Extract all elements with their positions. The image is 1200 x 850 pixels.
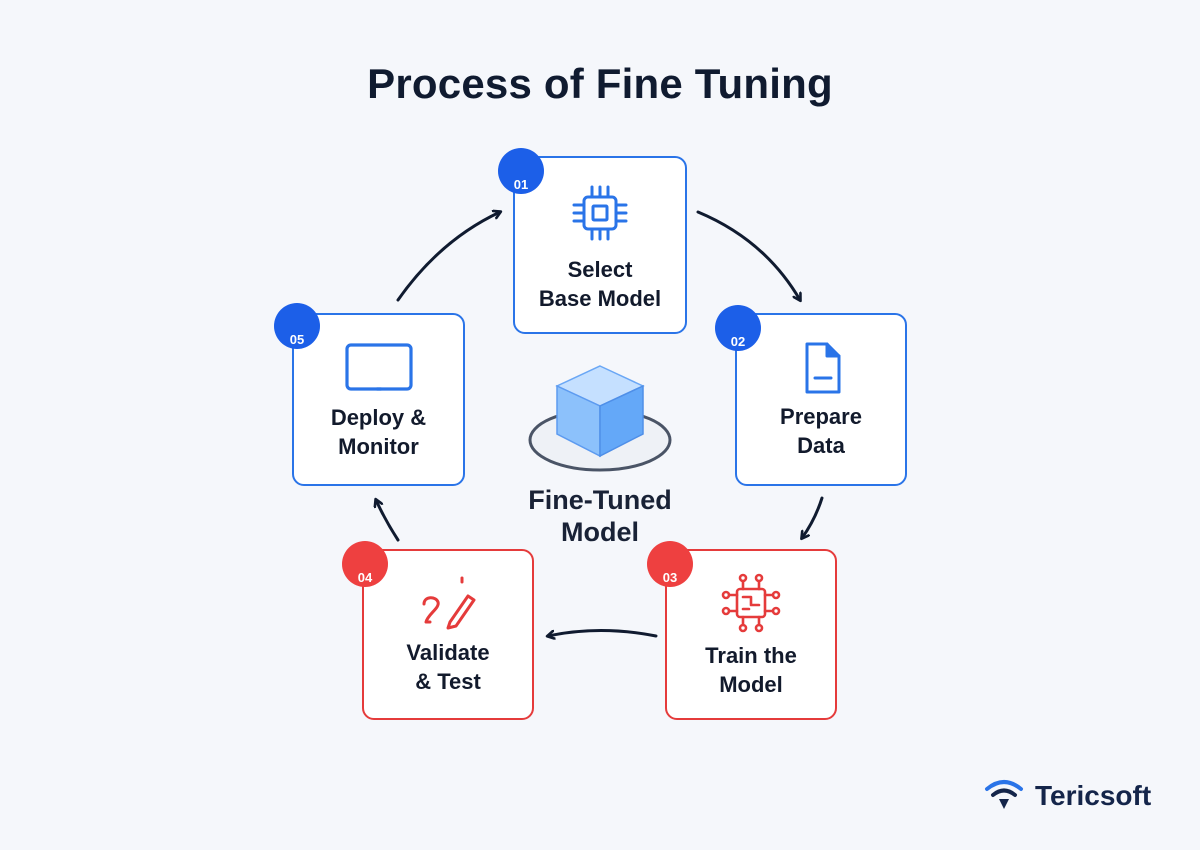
step-label: Prepare Data [780,403,862,458]
monitor-icon [343,339,415,397]
document-icon [793,340,849,396]
arrow-deploy-to-select [396,212,500,302]
center-label: Fine-Tuned Model [528,485,672,547]
step-badge-02: 02 [715,305,761,351]
cube-icon [525,358,675,478]
wifi-logo-icon [983,777,1025,816]
brand-name: Tericsoft [1035,780,1152,811]
chip-icon [564,177,636,249]
pencil-icon [416,574,480,632]
step-label: Validate & Test [406,639,490,694]
step-card-train-the-model: Train the Model [665,549,837,720]
step-label: Train the Model [705,642,797,697]
arrow-train-to-validate [548,629,658,637]
step-card-select-base-model: Select Base Model [513,156,687,334]
arrow-prepare-to-train [802,496,824,538]
step-card-validate-test: Validate & Test [362,549,534,720]
arrow-validate-to-deploy [376,500,400,542]
circuit-icon [719,571,783,635]
step-badge-05: 05 [274,303,320,349]
step-badge-01: 01 [498,148,544,194]
arrow-select-to-prepare [696,210,800,300]
step-card-prepare-data: Prepare Data [735,313,907,486]
page-title: Process of Fine Tuning [367,60,833,107]
step-badge-03: 03 [647,541,693,587]
step-label: Select Base Model [538,257,662,311]
step-label: Deploy & Monitor [330,404,427,459]
step-card-deploy-monitor: Deploy & Monitor [292,313,465,486]
brand-logo: Tericsoft [983,776,1151,816]
step-badge-04: 04 [342,541,388,587]
